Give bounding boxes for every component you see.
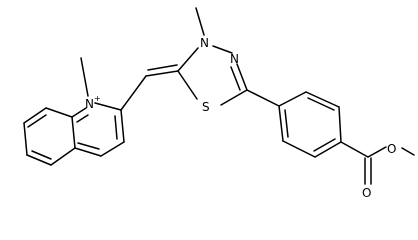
bond-ph2-ph3 bbox=[305, 91, 340, 108]
bond-c3-c4 bbox=[100, 141, 125, 157]
bond-carbonyl-oether bbox=[367, 146, 387, 158]
bond-ph5-ph6 bbox=[282, 140, 316, 158]
atom-s-thiadiazole: S bbox=[202, 100, 210, 114]
bond-n3-c2 bbox=[236, 63, 248, 91]
bond-c6-c5-inner bbox=[31, 150, 52, 160]
bond-c4-c4a-inner bbox=[77, 142, 100, 150]
bond-c5-n4 bbox=[177, 47, 199, 72]
bond-ph3-ph4 bbox=[338, 106, 342, 143]
bond-c2-methine bbox=[120, 75, 147, 111]
bond-methine-c5ring bbox=[145, 70, 179, 77]
bond-n4-n3 bbox=[212, 45, 233, 54]
bond-c2-s1 bbox=[220, 89, 248, 106]
bond-c5-c4a bbox=[50, 147, 76, 166]
bond-n1-methyl bbox=[80, 57, 89, 97]
bond-c6-c5 bbox=[26, 154, 52, 166]
bond-s1-c5 bbox=[177, 70, 198, 100]
bond-ph2-ph3-inner bbox=[307, 97, 335, 111]
bond-n4-methyl bbox=[195, 7, 205, 36]
structure-canvas: N + N N S O O bbox=[23, 7, 415, 200]
bond-oether-methyl bbox=[401, 147, 415, 156]
bond-ph4-ph5-inner bbox=[313, 138, 336, 152]
bond-ph6-ph1-inner bbox=[284, 109, 289, 138]
bond-ph1-ph2 bbox=[278, 91, 307, 107]
bond-c7-c6 bbox=[23, 122, 28, 156]
bond-n3-c2-inner bbox=[230, 66, 241, 91]
atom-n-quinolinium-charge: + bbox=[94, 94, 101, 103]
atom-n-thiadiazole-methyl: N bbox=[200, 36, 209, 50]
atom-n-thiadiazole-ring: N bbox=[230, 52, 239, 66]
bond-ph4-carbonyl bbox=[340, 141, 369, 158]
atom-n-quinolinium: N bbox=[85, 97, 94, 111]
molecule-diagram: N + N N S O O bbox=[23, 7, 415, 200]
bond-c4-c4a bbox=[74, 147, 102, 157]
atom-o-ester-carbonyl: O bbox=[362, 186, 371, 200]
bond-c8a-n1 bbox=[71, 107, 87, 118]
bond-c2-c3 bbox=[120, 109, 125, 143]
bond-methine-c5ring-inner bbox=[147, 64, 178, 71]
bond-c4a-c8a bbox=[71, 116, 76, 149]
bond-c2-phenyl bbox=[246, 89, 280, 107]
bond-n1-c2 bbox=[94, 102, 122, 111]
bond-c2-c3-inner bbox=[114, 115, 118, 140]
bond-c8a-n1-inner bbox=[76, 114, 89, 123]
bond-c8a-c8 bbox=[45, 107, 73, 118]
bond-c8-c7-inner bbox=[27, 114, 47, 128]
bond-ph4-ph5 bbox=[314, 141, 342, 158]
bond-ph6-ph1 bbox=[278, 105, 284, 142]
bond-c8-c7 bbox=[23, 107, 47, 124]
atom-o-ester-ether: O bbox=[387, 142, 396, 156]
